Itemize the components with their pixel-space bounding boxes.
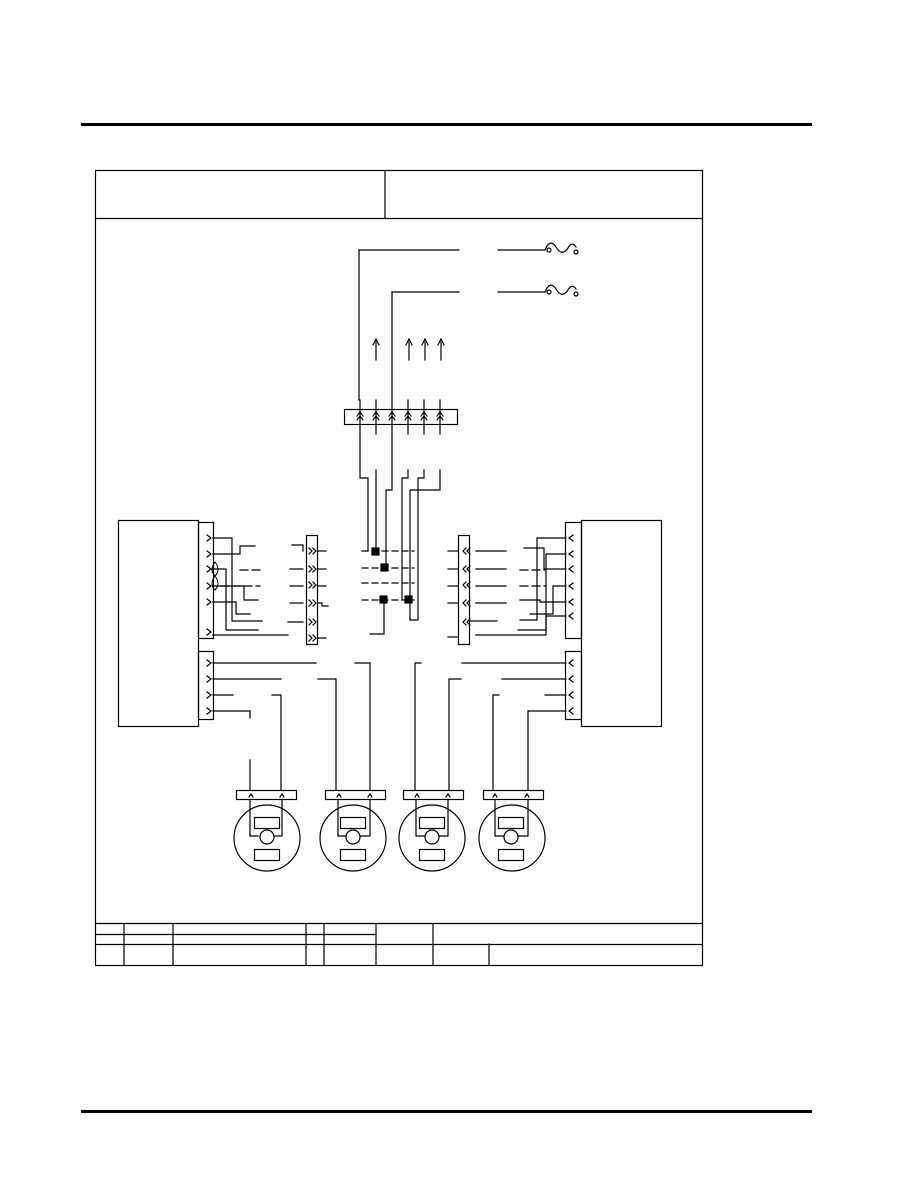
right-motor-wires xyxy=(414,662,567,791)
left-mid-connector xyxy=(305,534,329,646)
title-block xyxy=(95,922,703,966)
motor-4 xyxy=(478,789,546,872)
junction-nodes xyxy=(371,547,413,604)
motor-4-rotor xyxy=(503,829,519,845)
motor-2-rotor xyxy=(345,829,361,845)
bottom-rule xyxy=(81,1110,812,1113)
right-control-module xyxy=(564,519,663,728)
motor-1 xyxy=(233,789,301,872)
right-mid-connector xyxy=(447,534,471,646)
plug-end-top xyxy=(546,247,552,253)
left-harness-wires xyxy=(212,537,304,636)
motor-3 xyxy=(398,789,466,872)
plug-end-bottom xyxy=(546,289,552,295)
left-control-module xyxy=(117,519,219,728)
left-motor-wires xyxy=(212,662,371,791)
power-leads xyxy=(358,242,579,297)
right-harness-wires xyxy=(469,537,567,636)
output-arrows xyxy=(372,337,445,361)
top-terminal-strip xyxy=(343,399,459,435)
top-rule xyxy=(81,123,812,126)
trunk-wires xyxy=(358,249,441,621)
motor-3-rotor xyxy=(424,829,440,845)
center-dashed-lines xyxy=(361,550,415,601)
motor-1-rotor xyxy=(259,829,275,845)
motor-2 xyxy=(319,789,387,872)
diagram-frame xyxy=(94,169,704,967)
